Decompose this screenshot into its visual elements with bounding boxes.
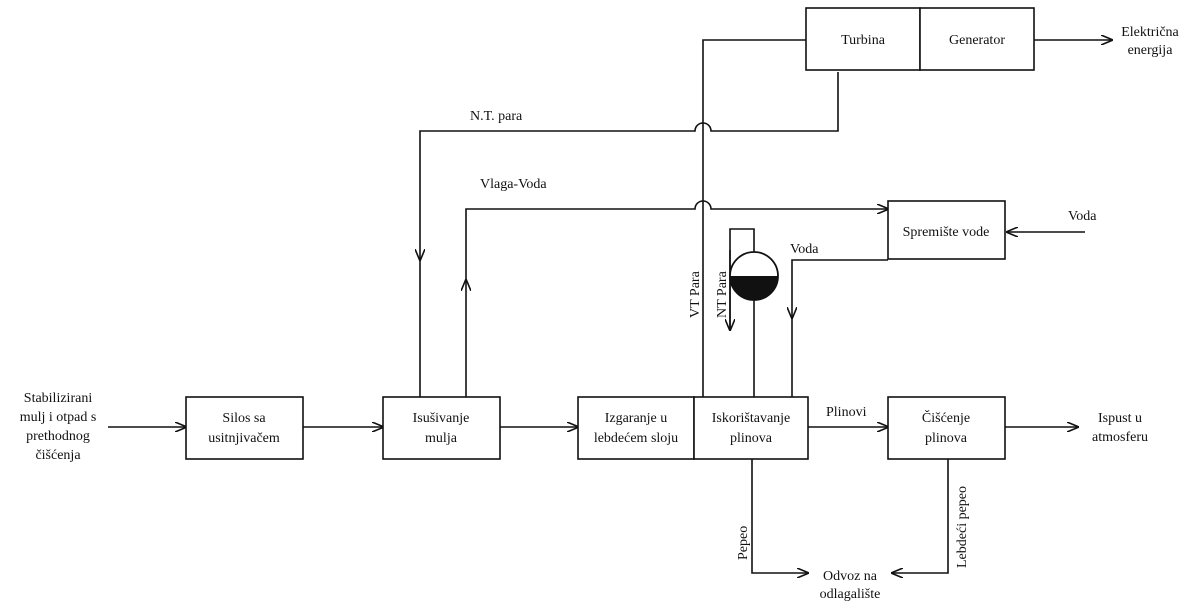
input-label-line2: mulj i otpad s bbox=[20, 410, 97, 425]
ciscenje-label-line2: plinova bbox=[925, 431, 968, 446]
pepeo-label: Pepeo bbox=[736, 526, 751, 560]
line-lebdeci-pepeo bbox=[892, 459, 949, 573]
box-silos: Silos sa usitnjivačem bbox=[185, 396, 304, 460]
ispust-label: Ispust u atmosferu bbox=[1092, 411, 1148, 445]
line-voda-drum bbox=[792, 259, 888, 318]
elektricna-label-line1: Električna bbox=[1121, 25, 1179, 40]
voda-drum-label: Voda bbox=[790, 242, 819, 257]
line-pepeo bbox=[751, 459, 808, 573]
box-isusivanje: Isušivanje mulja bbox=[382, 396, 501, 460]
nt-para-label: N.T. para bbox=[470, 109, 523, 124]
vt-para-label: VT Para bbox=[688, 270, 703, 318]
spremiste-label: Spremište vode bbox=[903, 225, 990, 240]
generator-label: Generator bbox=[949, 33, 1005, 48]
voda-input-label: Voda bbox=[1068, 209, 1097, 224]
izgaranje-label-line2: lebdećem sloju bbox=[594, 431, 678, 446]
izgaranje-label-line1: Izgaranje u bbox=[605, 411, 668, 426]
box-spremiste: Spremište vode bbox=[887, 200, 1006, 260]
plinovi-label: Plinovi bbox=[826, 405, 867, 420]
silos-label-line1: Silos sa bbox=[222, 411, 266, 426]
line-vlaga-voda bbox=[465, 200, 888, 282]
lebdeci-pepeo-label: Lebdeći pepeo bbox=[955, 486, 970, 568]
line-nt-para bbox=[420, 72, 839, 260]
input-label-line4: čišćenja bbox=[35, 448, 81, 463]
iskoristavanje-label-line1: Iskorištavanje bbox=[712, 411, 791, 426]
input-label-line1: Stabilizirani bbox=[24, 391, 93, 406]
box-izgaranje: Izgaranje u lebdećem sloju bbox=[577, 396, 695, 460]
box-ciscenje: Čišćenje plinova bbox=[887, 396, 1006, 460]
elektricna-label-line2: energija bbox=[1128, 43, 1174, 58]
nt-para-vertical-label: NT Para bbox=[715, 270, 730, 318]
input-label: Stabilizirani mulj i otpad s prethodnog … bbox=[20, 391, 97, 463]
odvoz-label-line2: odlagalište bbox=[820, 587, 881, 602]
ciscenje-label-line1: Čišćenje bbox=[922, 409, 970, 426]
input-label-line3: prethodnog bbox=[26, 429, 90, 444]
steam-drum-icon bbox=[729, 251, 779, 301]
ispust-label-line2: atmosferu bbox=[1092, 430, 1148, 445]
elektricna-label: Električna energija bbox=[1121, 25, 1179, 58]
ispust-label-line1: Ispust u bbox=[1098, 411, 1142, 426]
odvoz-label-line1: Odvoz na bbox=[823, 569, 878, 584]
box-iskoristavanje: Iskorištavanje plinova bbox=[693, 396, 809, 460]
box-generator: Generator bbox=[919, 7, 1035, 71]
box-turbina: Turbina bbox=[805, 7, 921, 71]
isusivanje-label-line2: mulja bbox=[425, 431, 458, 446]
line-vt-para bbox=[702, 39, 806, 397]
silos-label-line2: usitnjivačem bbox=[208, 431, 280, 446]
odvoz-label: Odvoz na odlagalište bbox=[820, 569, 881, 602]
turbina-label: Turbina bbox=[841, 33, 886, 48]
isusivanje-label-line1: Isušivanje bbox=[413, 411, 470, 426]
vlaga-voda-label: Vlaga-Voda bbox=[480, 177, 547, 192]
iskoristavanje-label-line2: plinova bbox=[730, 431, 773, 446]
